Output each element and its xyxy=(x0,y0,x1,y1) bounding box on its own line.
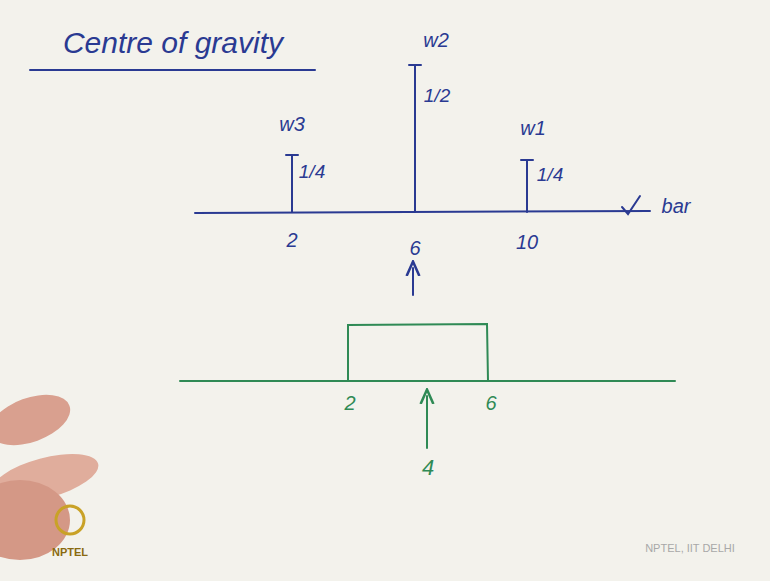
title-underline xyxy=(30,69,315,71)
weight-line xyxy=(291,155,293,212)
page-title: Centre of gravity xyxy=(63,26,283,59)
position-number: 2 xyxy=(344,392,355,414)
bar-label: bar xyxy=(662,195,691,217)
hand xyxy=(0,385,103,560)
weight-name: w3 xyxy=(279,113,305,135)
weight-value: 1/2 xyxy=(424,86,450,107)
support-arrow xyxy=(412,268,414,295)
logo-text: NPTEL xyxy=(52,546,88,558)
weight-value: 1/4 xyxy=(299,162,325,183)
weight-line xyxy=(414,65,416,212)
position-number: 6 xyxy=(485,392,496,414)
weight-tee xyxy=(521,159,533,161)
weight-name: w2 xyxy=(423,29,449,51)
position-number: 6 xyxy=(409,237,420,259)
weight-name: w1 xyxy=(520,117,546,139)
weight-tee xyxy=(286,154,298,156)
centroid-number: 4 xyxy=(422,456,434,480)
bar-line xyxy=(195,211,650,213)
tick-mark xyxy=(622,196,640,214)
logo-ring xyxy=(56,506,84,534)
position-number: 10 xyxy=(516,231,538,253)
centroid-arrow xyxy=(426,396,428,448)
weight-tee xyxy=(409,64,421,66)
watermark: NPTEL, IIT DELHI xyxy=(645,542,735,554)
uniform-load-block xyxy=(348,324,488,381)
weight-value: 1/4 xyxy=(537,165,563,186)
position-number: 2 xyxy=(286,229,297,251)
weight-line xyxy=(526,160,528,212)
base-line xyxy=(180,380,675,382)
